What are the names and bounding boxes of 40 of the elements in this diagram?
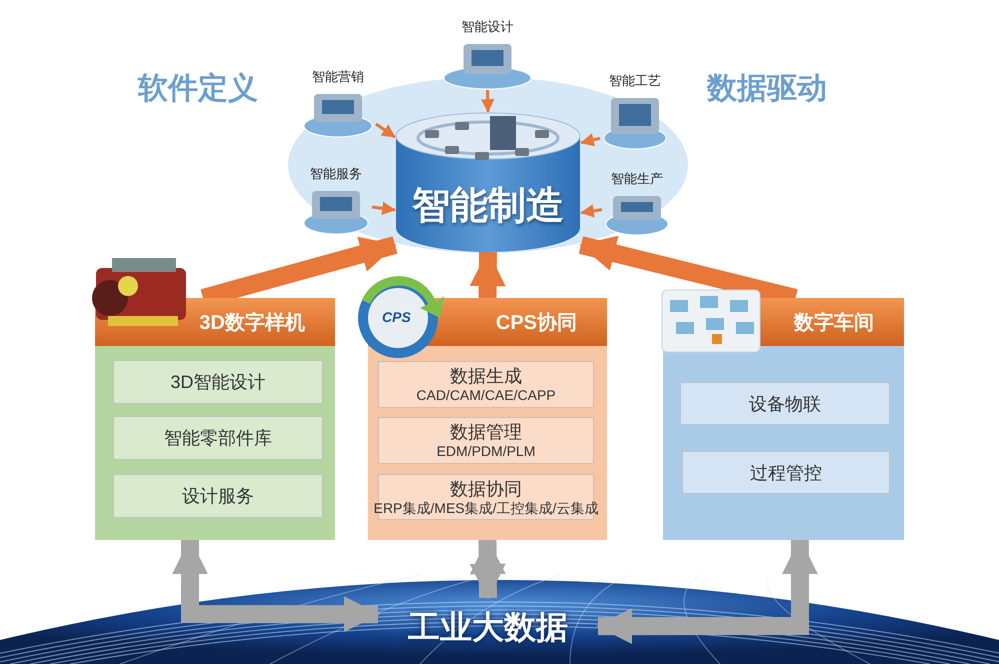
panel-card <box>368 298 607 540</box>
list-item <box>113 360 323 404</box>
item-title: 设计服务 <box>182 485 254 507</box>
heading-label: 软件定义 <box>138 71 258 107</box>
icon-label: CPS <box>382 309 411 325</box>
center-title: 智能制造 <box>410 184 565 229</box>
arrow <box>172 538 380 632</box>
item-title: 过程管控 <box>750 462 822 484</box>
item-subtitle: EDM/PDM/PLM <box>436 443 536 460</box>
panel-card <box>95 298 335 540</box>
arrow <box>470 250 506 298</box>
globe-title: 工业大数据 <box>407 608 569 647</box>
item-title: 数据生成 <box>450 365 522 387</box>
list-item <box>378 417 594 464</box>
item-title: 数据协同 <box>450 478 522 500</box>
item-subtitle: CAD/CAM/CAE/CAPP <box>416 387 556 404</box>
arrow <box>470 538 506 600</box>
panel-card <box>663 298 904 540</box>
arrow <box>480 90 494 113</box>
node-label: 智能设计 <box>460 18 514 36</box>
list-item <box>680 382 890 425</box>
node-label: 智能营销 <box>311 68 365 86</box>
list-item <box>682 451 890 494</box>
list-item <box>113 474 323 518</box>
list-item <box>378 361 594 408</box>
node-label: 智能生产 <box>610 170 664 188</box>
heading-label: 数据驱动 <box>707 71 827 107</box>
node-label: 智能工艺 <box>608 72 662 90</box>
item-title: 智能零部件库 <box>164 427 272 449</box>
arrow <box>580 133 600 146</box>
list-item <box>113 416 323 460</box>
node-label: 智能服务 <box>309 165 363 183</box>
item-subtitle: ERP集成/MES集成/工控集成/云集成 <box>374 500 598 516</box>
arrow <box>596 538 818 644</box>
arrow <box>375 122 396 138</box>
arrow <box>580 204 602 218</box>
item-title: 设备物联 <box>749 392 821 414</box>
item-title: 3D智能设计 <box>170 371 266 393</box>
arrow <box>372 202 396 216</box>
item-title: 数据管理 <box>450 421 522 443</box>
